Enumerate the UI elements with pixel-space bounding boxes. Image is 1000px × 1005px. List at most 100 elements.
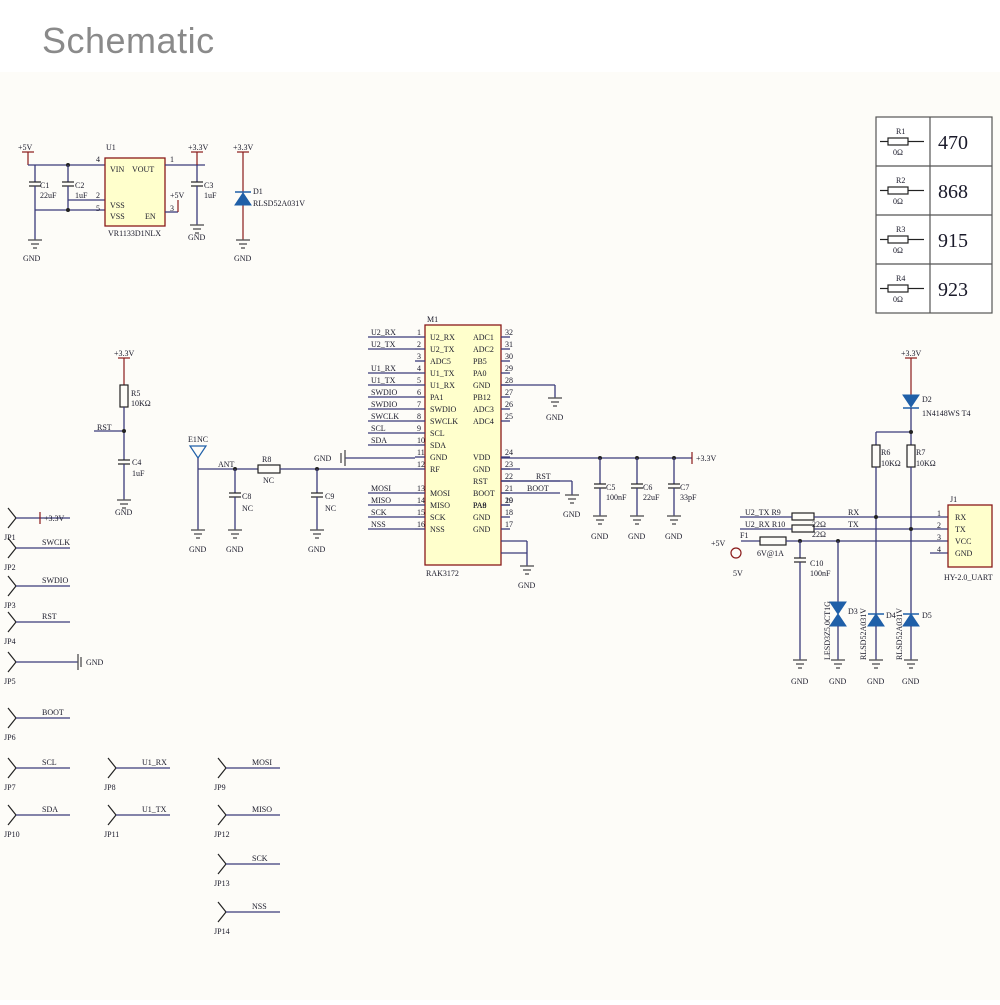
- table-ohm: 0Ω: [893, 246, 903, 255]
- m1-pin-number: 17: [505, 520, 513, 529]
- c10-ref: C10: [810, 559, 823, 568]
- u1-part: VR1133D1NLX: [108, 229, 161, 238]
- gnd-label-pin11: GND: [314, 454, 332, 463]
- m1-pin-number: 32: [505, 328, 513, 337]
- gnd-label-d1: GND: [234, 254, 252, 263]
- u1-pin-vin: VIN: [110, 165, 124, 174]
- c3-value: 1uF: [204, 191, 217, 200]
- table-value: 923: [938, 279, 968, 301]
- gnd-label-m1: GND: [518, 581, 536, 590]
- j1-pin-name: RX: [955, 513, 966, 522]
- table-value: 470: [938, 132, 968, 154]
- gnd-label-c4: GND: [115, 508, 133, 517]
- m1-part: RAK3172: [426, 569, 459, 578]
- m1-pin-name: ADC5: [430, 357, 451, 366]
- c2-ref: C2: [75, 181, 84, 190]
- m1-pin-number: 9: [417, 424, 421, 433]
- jumper-net-label: RST: [42, 612, 57, 621]
- schematic-sheet: +5V C1 22uF C2 1uF GND U1 VIN VOUT VSS V…: [0, 72, 1000, 1000]
- j1-pin-name: VCC: [955, 537, 971, 546]
- m1-pin-name: GND: [473, 381, 491, 390]
- m1-chip: [424, 324, 502, 566]
- m1-pin-number: 1: [417, 328, 421, 337]
- schematic-diagram: +5V C1 22uF C2 1uF GND U1 VIN VOUT VSS V…: [4, 116, 993, 936]
- m1-pin-number: 14: [417, 496, 425, 505]
- m1-pin-number: 21: [505, 484, 513, 493]
- v5-label: 5V: [733, 569, 743, 578]
- c8-ref: C8: [242, 492, 251, 501]
- ground-icon: [667, 515, 681, 525]
- m1-pin-number: 3: [417, 352, 421, 361]
- jumper-ref: JP5: [4, 677, 16, 686]
- m1-pin-number: 2: [417, 340, 421, 349]
- r6-value: 10KΩ: [881, 459, 901, 468]
- j1-pin-number: 2: [937, 521, 941, 530]
- test-point-5v-icon: [730, 547, 742, 559]
- c1-ref: C1: [40, 181, 49, 190]
- m1-pin-name: GND: [430, 453, 448, 462]
- m1-net-label: SDA: [371, 436, 387, 445]
- m1-net-label: U1_RX: [371, 364, 396, 373]
- table-ref: R1: [896, 127, 905, 136]
- u1-num1: 1: [170, 155, 174, 164]
- m1-pin-name: GND: [473, 525, 491, 534]
- table-ref: R4: [896, 274, 905, 283]
- jumper-ref: JP2: [4, 563, 16, 572]
- m1-pin-number: 8: [417, 412, 421, 421]
- m1-pin-number: 19: [505, 496, 513, 505]
- m1-pin-name: PA0: [473, 369, 487, 378]
- m1-net-label: SWDIO: [371, 388, 397, 397]
- m1-boot-net: BOOT: [527, 484, 549, 493]
- m1-pin-number: 29: [505, 364, 513, 373]
- m1-net-label: MISO: [371, 496, 391, 505]
- m1-pin-number: 5: [417, 376, 421, 385]
- m1-pin-number: 7: [417, 400, 421, 409]
- m1-pin-number: 23: [505, 460, 513, 469]
- e1-nc: NC: [197, 435, 208, 444]
- jumper-net-label: NSS: [252, 902, 267, 911]
- m1-net-label: U2_RX: [371, 328, 396, 337]
- r10-value: 22Ω: [812, 530, 826, 539]
- d1-diode-icon: [234, 192, 252, 206]
- gnd-label: GND: [628, 532, 646, 541]
- m1-pin-number: 30: [505, 352, 513, 361]
- r10-label: U2_RX R10: [745, 520, 785, 529]
- d1-ref: D1: [253, 187, 263, 196]
- e1-ref: E1: [188, 435, 197, 444]
- u1-pin-vout: VOUT: [132, 165, 154, 174]
- c8-nc: NC: [242, 504, 253, 513]
- m1-pin-number: 10: [417, 436, 425, 445]
- ground-icon: [630, 515, 644, 525]
- d4-ref: D4: [886, 611, 896, 620]
- gnd-label-d5: GND: [902, 677, 920, 686]
- m1-pin-number: 11: [417, 448, 425, 457]
- m1-net-label: SWCLK: [371, 412, 399, 421]
- m1-pin-number: 15: [417, 508, 425, 517]
- d4-diode-icon: [867, 613, 885, 627]
- c7-value: 33pF: [680, 493, 697, 502]
- p33v-label-d2: +3.3V: [901, 349, 922, 358]
- j1-connector: [947, 504, 993, 568]
- c7-ref: C7: [680, 483, 689, 492]
- regulator-block: +5V C1 22uF C2 1uF GND U1 VIN VOUT VSS V…: [18, 143, 305, 263]
- d5-value: RLSD52A031V: [895, 608, 904, 660]
- jumper-net-label: +3.3V: [44, 514, 65, 523]
- jumper-ref: JP4: [4, 637, 16, 646]
- m1-pin-name: SCK: [430, 513, 446, 522]
- page-title: Schematic: [42, 20, 215, 61]
- u1-num5: 5: [96, 204, 100, 213]
- table-ohm: 0Ω: [893, 148, 903, 157]
- jumper-net-label: SWDIO: [42, 576, 68, 585]
- r5-ref: R5: [131, 389, 140, 398]
- m1-pin-name: VDD: [473, 453, 491, 462]
- gnd-label-c10: GND: [791, 677, 809, 686]
- m1-pin-name: SCL: [430, 429, 445, 438]
- m1-pin-number: 26: [505, 400, 513, 409]
- jumper-ref: JP3: [4, 601, 16, 610]
- m1-pin-name: SWCLK: [430, 417, 458, 426]
- f1-value: 6V@1A: [757, 549, 784, 558]
- m1-pin-name: BOOT: [473, 489, 495, 498]
